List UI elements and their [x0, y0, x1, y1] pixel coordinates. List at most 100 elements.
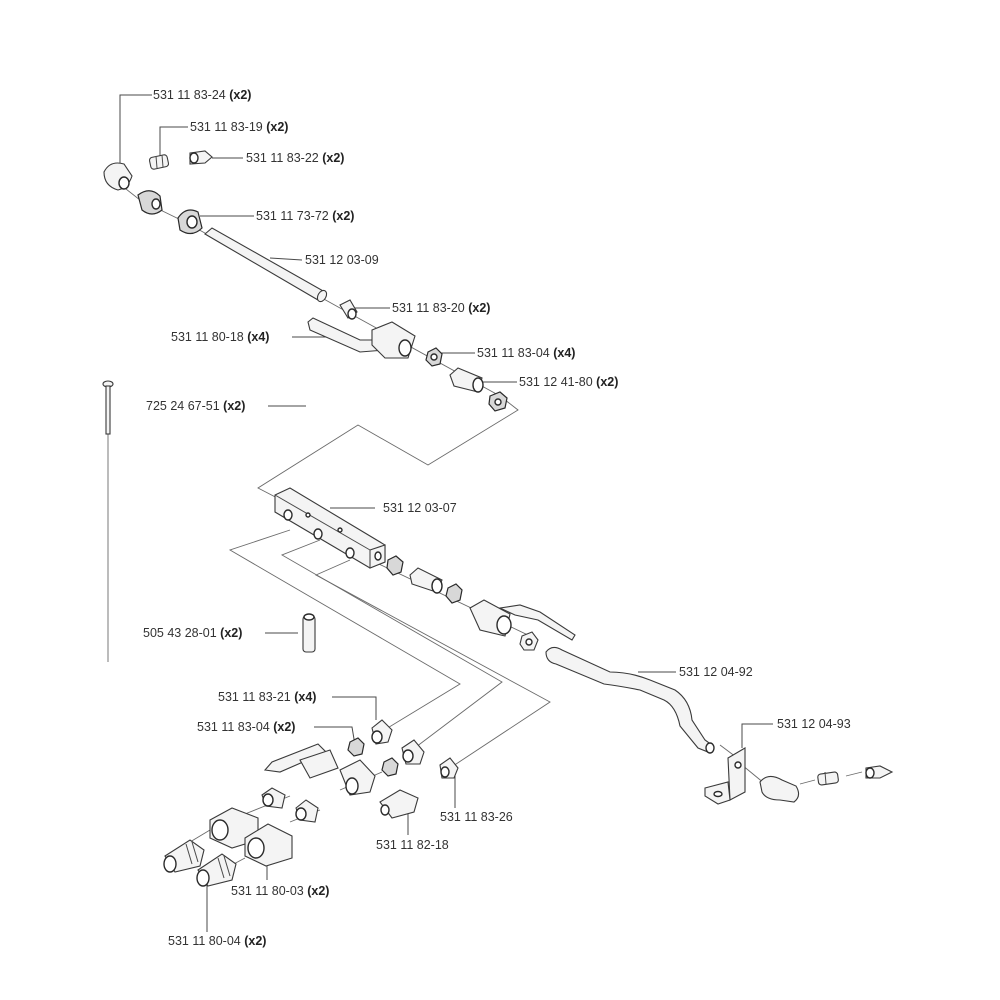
adapter-fitting: [401, 739, 425, 765]
ball-valve: [469, 599, 576, 641]
part-qty: (x2): [266, 120, 289, 134]
part-qty: (x2): [332, 209, 355, 223]
upper-assembly: [103, 150, 508, 412]
part-label: 531 11 80-18 (x4): [171, 330, 269, 344]
part-qty: (x4): [247, 330, 270, 344]
part-label: 531 11 80-04 (x2): [168, 934, 266, 948]
nipple-fitting: [817, 771, 839, 786]
spacer-sleeve: [409, 567, 443, 594]
part-number: 531 11 83-19: [190, 120, 263, 134]
part-number: 531 11 83-04: [197, 720, 270, 734]
part-number: 531 11 83-04: [477, 346, 550, 360]
part-qty: (x2): [468, 301, 491, 315]
nozzle-tip: [865, 765, 894, 779]
leader-line: [269, 257, 303, 261]
part-qty: (x2): [273, 720, 296, 734]
manifold-block: [274, 487, 386, 569]
part-label: 531 11 83-20 (x2): [392, 301, 490, 315]
part-number: 531 11 83-24: [153, 88, 226, 102]
part-label: 531 12 41-80 (x2): [519, 375, 618, 389]
hex-nut: [347, 737, 365, 757]
part-number: 531 11 80-03: [231, 884, 304, 898]
hex-nut: [381, 757, 399, 777]
part-label: 531 12 04-92: [679, 665, 753, 679]
quick-coupler-socket: [244, 823, 293, 867]
nipple-fitting: [295, 799, 319, 823]
part-qty: (x4): [294, 690, 317, 704]
part-qty: (x2): [322, 151, 345, 165]
male-connector: [379, 789, 419, 819]
hose-nipple: [163, 839, 205, 873]
part-label: 531 11 83-21 (x4): [218, 690, 316, 704]
part-label: 531 11 83-24 (x2): [153, 88, 251, 102]
leader-line: [159, 126, 188, 158]
part-number: 531 11 83-20: [392, 301, 465, 315]
part-qty: (x2): [596, 375, 619, 389]
hose-pipe: [545, 646, 715, 754]
part-label: 531 11 83-04 (x2): [197, 720, 295, 734]
leader-lines: [119, 94, 773, 932]
part-number: 505 43 28-01: [143, 626, 217, 640]
hex-nut: [386, 555, 404, 576]
dowel-pin: [302, 613, 316, 653]
part-label: 505 43 28-01 (x2): [143, 626, 242, 640]
part-number: 531 11 82-18: [376, 838, 449, 852]
part-number: 531 12 03-07: [383, 501, 457, 515]
adapter-fitting: [339, 299, 358, 320]
part-label: 531 12 03-07: [383, 501, 457, 515]
nipple-fitting: [148, 154, 170, 170]
elbow-fitting: [759, 775, 800, 803]
leader-line: [314, 726, 356, 746]
nipple-fitting: [261, 787, 286, 809]
part-number: 531 12 04-92: [679, 665, 753, 679]
part-number: 531 11 73-72: [256, 209, 329, 223]
hex-nut: [488, 391, 508, 412]
part-label: 531 11 82-18: [376, 838, 449, 852]
hose-nipple: [196, 853, 237, 887]
part-label: 531 11 80-03 (x2): [231, 884, 329, 898]
spacer-sleeve: [449, 367, 484, 393]
part-label: 531 11 83-22 (x2): [246, 151, 344, 165]
elbow-fitting: [103, 162, 133, 191]
part-number: 531 11 83-21: [218, 690, 291, 704]
part-label: 531 11 83-26: [440, 810, 513, 824]
manifold-assembly: [102, 380, 386, 653]
part-label: 531 11 73-72 (x2): [256, 209, 354, 223]
nozzle-tip: [189, 150, 213, 165]
part-label: 531 11 83-04 (x4): [477, 346, 575, 360]
part-number: 531 11 83-22: [246, 151, 319, 165]
part-qty: (x2): [220, 626, 243, 640]
part-number: 531 12 41-80: [519, 375, 593, 389]
part-label: 725 24 67-51 (x2): [146, 399, 245, 413]
hex-nut: [445, 583, 463, 604]
adapter-fitting: [371, 719, 393, 745]
ball-valve: [263, 743, 376, 796]
leader-line: [332, 696, 377, 720]
adapter-fitting: [519, 631, 539, 651]
right-assembly: [386, 555, 894, 805]
part-number: 531 11 83-26: [440, 810, 513, 824]
part-label: 531 12 04-93: [777, 717, 851, 731]
part-qty: (x2): [229, 88, 252, 102]
reducer-fitting: [439, 757, 459, 779]
bolt: [102, 380, 114, 435]
part-label: 531 12 03-09: [305, 253, 379, 267]
part-label: 531 11 83-19 (x2): [190, 120, 288, 134]
assembly-guides: [107, 177, 863, 867]
part-qty: (x2): [307, 884, 330, 898]
ball-valve: [307, 317, 416, 359]
lower-assembly: [163, 719, 459, 887]
hose-coupling: [177, 209, 203, 235]
part-number: 725 24 67-51: [146, 399, 220, 413]
leader-line: [741, 723, 773, 748]
hex-nut: [425, 347, 443, 367]
part-number: 531 11 80-04: [168, 934, 241, 948]
leader-line: [119, 94, 152, 168]
tube: [204, 227, 328, 303]
part-number: 531 11 80-18: [171, 330, 244, 344]
part-qty: (x2): [244, 934, 267, 948]
mounting-bracket: [704, 747, 746, 805]
part-number: 531 12 04-93: [777, 717, 851, 731]
part-qty: (x4): [553, 346, 576, 360]
